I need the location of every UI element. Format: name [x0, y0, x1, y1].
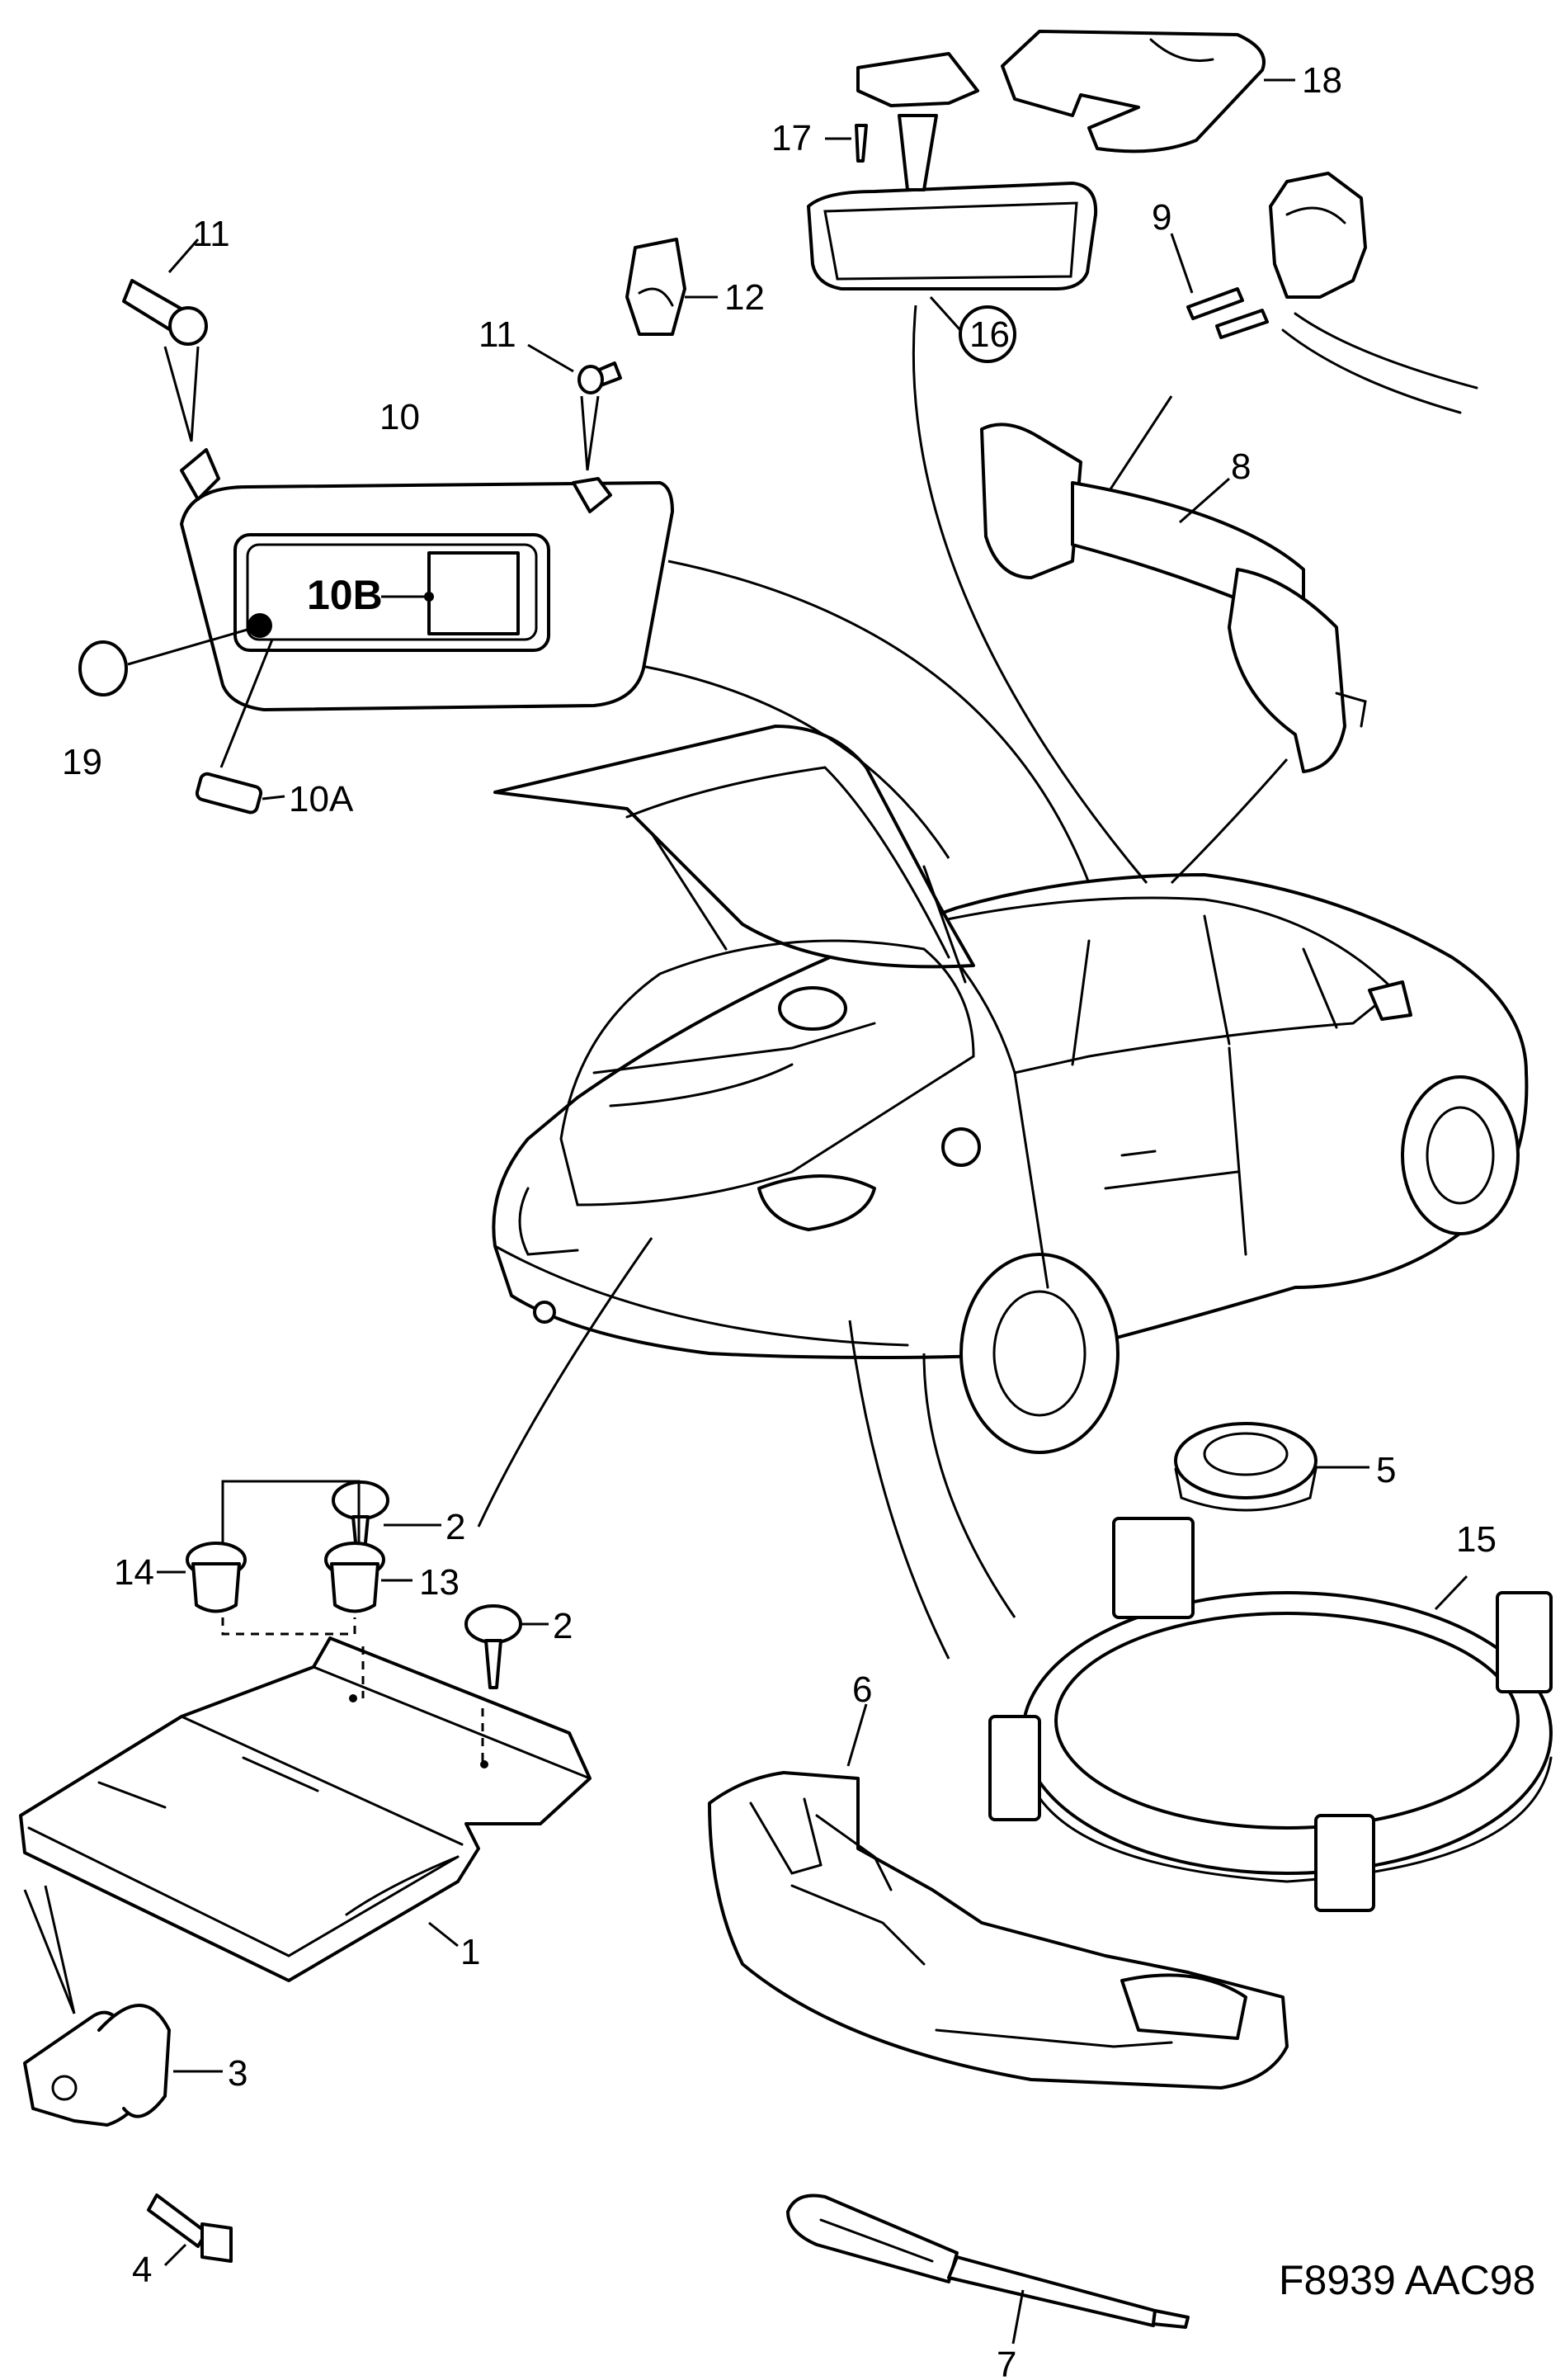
cap-5	[1174, 1422, 1369, 1512]
rear-view-mirror-16	[807, 52, 1098, 363]
support-6	[708, 1703, 1289, 2090]
button-2-bottom	[464, 1604, 549, 1689]
callout-14: 14	[114, 1552, 154, 1593]
screwdriver-7	[786, 2193, 1190, 2345]
reference-code: F8939 AAC98	[1279, 2257, 1535, 2303]
visor-clip-12	[625, 238, 718, 336]
callout-9: 9	[1152, 197, 1171, 238]
callout-11-right: 11	[478, 314, 516, 355]
screw-17	[825, 124, 868, 163]
ring-15	[988, 1517, 1553, 1912]
callout-2-top: 2	[445, 1507, 465, 1547]
latch-9	[1170, 172, 1478, 414]
cap-19	[78, 640, 128, 697]
callout-18: 18	[1302, 60, 1342, 101]
callout-19: 19	[62, 742, 102, 782]
bulb-10a	[195, 639, 285, 815]
bolt-4	[147, 2193, 233, 2267]
callout-10: 10	[379, 397, 420, 437]
callout-16: 16	[969, 314, 1010, 355]
callout-2-bottom: 2	[553, 1606, 573, 1646]
callout-11-left: 11	[192, 214, 230, 254]
callout-3: 3	[228, 2053, 247, 2094]
callout-7: 7	[997, 2345, 1016, 2380]
callout-8: 8	[1231, 446, 1251, 487]
callout-1: 1	[460, 1932, 480, 1972]
callout-10a: 10A	[289, 779, 354, 819]
grommet-14	[157, 1542, 247, 1613]
floor-panel-1	[19, 1636, 592, 1982]
callout-12: 12	[724, 277, 765, 318]
grab-handle-8	[980, 423, 1367, 773]
callout-13: 13	[419, 1562, 460, 1603]
eyelet-3	[23, 1885, 223, 2127]
callout-4: 4	[132, 2250, 152, 2290]
screw-11-left	[122, 238, 208, 442]
grommet-13	[324, 1542, 412, 1613]
screw-11-right	[527, 343, 622, 471]
callout-10b: 10B	[307, 572, 383, 618]
cover-18	[1001, 30, 1295, 153]
callout-15: 15	[1456, 1519, 1497, 1560]
sun-visor-10	[180, 448, 674, 711]
callout-17: 17	[771, 118, 812, 158]
callout-6: 6	[852, 1669, 872, 1710]
callout-5: 5	[1376, 1450, 1396, 1490]
car-illustration	[492, 725, 1529, 1454]
